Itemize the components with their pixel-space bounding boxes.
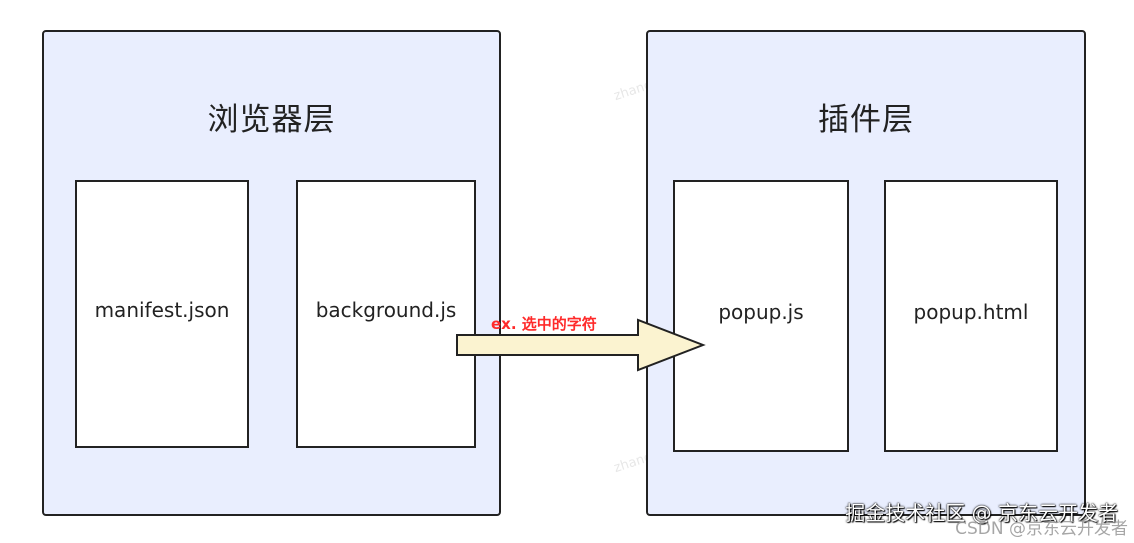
footer-csdn-label: CSDN @京东云开发者 <box>955 519 1128 539</box>
footer-source-label: 掘金技术社区 @ 京东云开发者 <box>845 501 1118 525</box>
background-file-box: background.js <box>296 180 476 448</box>
background-file-label: background.js <box>315 298 457 322</box>
browser-layer-title: 浏览器层 <box>207 102 336 138</box>
popup-html-file-box: popup.html <box>884 180 1058 452</box>
data-flow-arrow <box>456 318 706 372</box>
plugin-layer-title: 插件层 <box>818 102 914 138</box>
manifest-file-label: manifest.json <box>94 298 230 322</box>
popup-js-file-label: popup.js <box>718 300 804 324</box>
popup-js-file-box: popup.js <box>673 180 849 452</box>
arrow-label: ex. 选中的字符 <box>491 315 597 333</box>
manifest-file-box: manifest.json <box>75 180 249 448</box>
browser-layer-container: 浏览器层 manifest.json background.js <box>42 30 501 516</box>
arrow-shape <box>456 318 706 372</box>
popup-html-file-label: popup.html <box>913 300 1029 324</box>
plugin-layer-container: 插件层 popup.js popup.html <box>646 30 1086 516</box>
